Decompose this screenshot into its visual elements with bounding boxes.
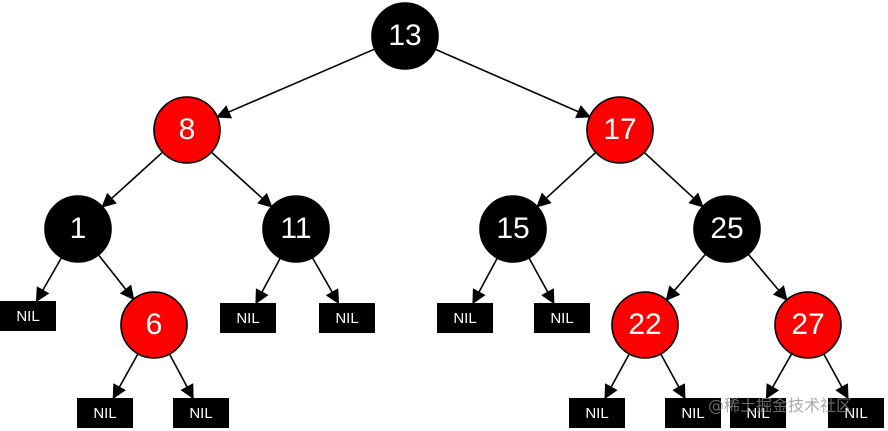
edge-n15-nil-15-left (472, 257, 499, 305)
tree-node-13: 13 (371, 2, 439, 70)
nil-label: NIL (335, 310, 358, 327)
nil-label: NIL (585, 405, 608, 422)
edge-n25-n22 (665, 253, 707, 302)
tree-node-11: 11 (262, 195, 330, 263)
node-circle-red (774, 291, 842, 359)
nil-label: NIL (550, 310, 573, 327)
nil-box (569, 398, 625, 428)
tree-node-1: 1 (44, 195, 112, 263)
node-label: 27 (791, 308, 824, 341)
nil-box (828, 398, 884, 428)
nil-label: NIL (236, 310, 259, 327)
node-label: 8 (179, 113, 196, 146)
node-label: 6 (146, 308, 163, 341)
nil-label: NIL (844, 405, 867, 422)
node-label: 25 (710, 212, 743, 245)
edge-n8-n1 (101, 151, 164, 208)
edge-n1-n6 (97, 254, 135, 301)
node-circle-black (371, 2, 439, 70)
nil-22-left: NIL (569, 398, 625, 428)
edge-n6-nil-6-right (168, 353, 194, 400)
node-circle-black (693, 195, 761, 263)
nil-label: NIL (453, 310, 476, 327)
edge-n11-nil-11-left (255, 257, 282, 305)
tree-node-22: 22 (611, 291, 679, 359)
nil-box (220, 303, 276, 333)
node-circle-red (611, 291, 679, 359)
nil-label: NIL (16, 308, 39, 325)
node-label: 11 (280, 212, 311, 245)
edge-n13-n17 (434, 48, 592, 119)
edge-n1-nil-1-left (35, 257, 63, 303)
tree-node-25: 25 (693, 195, 761, 263)
nil-box (665, 398, 721, 428)
nil-15-right: NIL (534, 303, 590, 333)
edge-n17-n25 (643, 151, 704, 208)
edge-n22-nil-22-right (660, 353, 686, 400)
node-label: 1 (70, 212, 87, 245)
nil-label: NIL (746, 405, 769, 422)
nil-box (730, 398, 786, 428)
nil-box (77, 398, 133, 428)
edge-n27-nil-27-right (823, 353, 849, 400)
node-circle-black (44, 195, 112, 263)
nil-15-left: NIL (437, 303, 493, 333)
nil-box (437, 303, 493, 333)
tree-node-27: 27 (774, 291, 842, 359)
edge-n13-n8 (215, 48, 376, 119)
tree-node-6: 6 (120, 291, 188, 359)
node-circle-black (479, 195, 547, 263)
nil-leaves: NIL NIL NIL NIL NIL NIL NIL NIL NIL NIL NIL (0, 301, 884, 428)
edge-n17-n15 (536, 151, 597, 208)
node-label: 17 (603, 113, 636, 146)
nil-box (319, 303, 375, 333)
node-circle-red (586, 96, 654, 164)
node-circle-red (153, 96, 221, 164)
node-label: 15 (496, 212, 529, 245)
watermark-text: @稀土掘金技术社区 (708, 396, 853, 415)
nil-6-left: NIL (77, 398, 133, 428)
node-label: 22 (628, 308, 661, 341)
edge-n6-nil-6-left (112, 353, 139, 400)
node-circle-black (262, 195, 330, 263)
edge-n11-nil-11-right (311, 257, 340, 305)
nil-11-right: NIL (319, 303, 375, 333)
nil-box (534, 303, 590, 333)
node-label: 13 (388, 19, 421, 52)
nil-22-right: NIL (665, 398, 721, 428)
nil-11-left: NIL (220, 303, 276, 333)
tree-node-8: 8 (153, 96, 221, 164)
edge-n22-nil-22-left (604, 353, 630, 400)
nil-box (173, 398, 229, 428)
edge-n25-n27 (747, 253, 788, 301)
nil-6-right: NIL (173, 398, 229, 428)
tree-edges (35, 48, 849, 400)
edge-n8-n11 (210, 151, 273, 208)
tree-node-17: 17 (586, 96, 654, 164)
nil-27-right: NIL (828, 398, 884, 428)
nil-27-left: NIL (730, 398, 786, 428)
nil-label: NIL (93, 405, 116, 422)
tree-node-15: 15 (479, 195, 547, 263)
edge-n27-nil-27-left (765, 353, 793, 400)
nil-label: NIL (189, 405, 212, 422)
nil-label: NIL (681, 405, 704, 422)
nil-1-left: NIL (0, 301, 56, 331)
nil-box (0, 301, 56, 331)
node-circle-red (120, 291, 188, 359)
edge-n15-nil-15-right (528, 257, 555, 305)
